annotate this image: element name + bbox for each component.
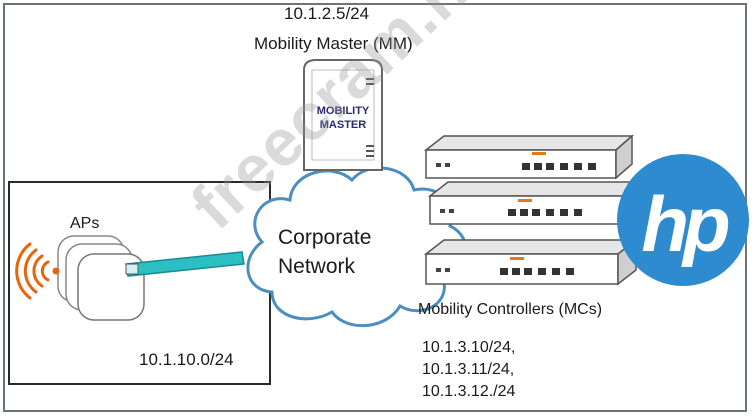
- mm-device-text: MOBILITY MASTER: [316, 105, 370, 131]
- mc-ip-1: 10.1.3.10/24,: [422, 339, 516, 356]
- mobility-controller-stack: [423, 134, 643, 286]
- ap-site-box: [8, 181, 271, 385]
- mm-ip-address: 10.1.2.5/24: [284, 4, 370, 23]
- access-points: [57, 235, 145, 321]
- hp-logo-text: hp: [641, 180, 730, 268]
- mm-label: Mobility Master (MM): [254, 34, 413, 53]
- mc-ip-3: 10.1.3.12./24: [422, 383, 516, 400]
- mobility-master-device: [303, 59, 383, 171]
- wifi-signal-icon: [15, 242, 50, 300]
- corporate-network-label: Corporate Network: [278, 226, 372, 278]
- aps-label: APs: [70, 215, 100, 232]
- ap-subnet: 10.1.10.0/24: [139, 350, 234, 369]
- antenna-base: [125, 263, 139, 275]
- mobility-controller-2: [427, 180, 643, 226]
- wifi-dot: [52, 267, 60, 275]
- hp-logo-icon: [617, 154, 749, 286]
- mc-ip-2: 10.1.3.11/24,: [422, 361, 515, 378]
- mobility-controller-1: [423, 134, 634, 180]
- mobility-controller-3: [423, 238, 639, 286]
- mc-label: Mobility Controllers (MCs): [418, 301, 603, 318]
